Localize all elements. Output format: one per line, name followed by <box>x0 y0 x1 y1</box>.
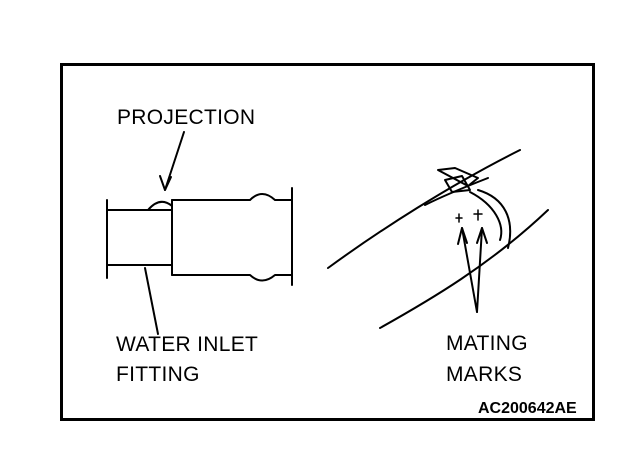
mating-marks-label-line2: MARKS <box>446 363 523 386</box>
hose-lower-edge <box>379 209 549 329</box>
mating-marks-label-line1: MATING <box>446 332 528 355</box>
clamp-tab-lower <box>444 175 471 193</box>
water-inlet-label-line2: FITTING <box>116 363 200 386</box>
figure-code: AC200642AE <box>478 400 577 417</box>
projection-bump <box>147 200 173 211</box>
mating-mark-hose <box>455 213 463 223</box>
mating-leader-right <box>476 227 483 313</box>
clamp-band-back <box>477 189 512 249</box>
hose-clamp-illustration <box>327 149 549 329</box>
water-inlet-label-line1: WATER INLET <box>116 333 259 356</box>
hose-top-edge <box>171 193 293 201</box>
water-inlet-leader <box>144 267 159 335</box>
mating-leader-left <box>461 227 478 313</box>
mating-arrowhead-right <box>476 227 488 244</box>
clamp-band-front <box>469 191 503 241</box>
clamp-tab-upper <box>437 167 479 187</box>
figure-frame <box>60 63 595 421</box>
projection-arrowhead <box>159 175 172 191</box>
projection-leader <box>164 131 185 191</box>
mating-mark-clamp <box>473 209 483 221</box>
clamp-band-top <box>424 177 489 206</box>
mating-arrowhead-left <box>457 227 468 245</box>
water-inlet-fitting-illustration <box>106 131 293 335</box>
hose-upper-edge <box>327 149 521 269</box>
projection-label: PROJECTION <box>117 106 256 129</box>
hose-bottom-edge <box>171 274 293 282</box>
